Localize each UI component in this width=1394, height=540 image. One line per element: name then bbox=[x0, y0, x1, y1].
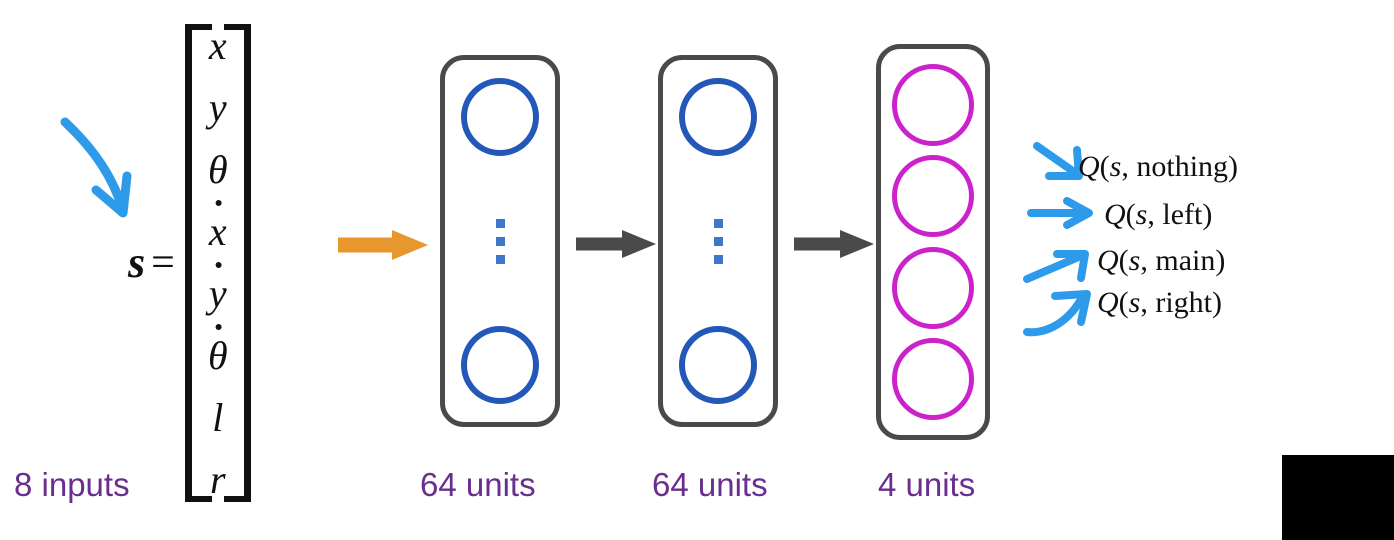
node-output-nothing bbox=[892, 63, 974, 146]
ellipsis-hidden1-icon bbox=[495, 218, 505, 264]
q-action-nothing: nothing bbox=[1136, 150, 1229, 183]
derivative-dot-icon bbox=[215, 324, 222, 330]
equals-symbol: = bbox=[151, 240, 175, 286]
connector-hidden1-to-hidden2-icon bbox=[576, 230, 656, 258]
node-output-left bbox=[892, 155, 974, 238]
q-state-nothing: s bbox=[1109, 150, 1122, 183]
caption-output-layer: 4 units bbox=[878, 466, 976, 503]
q-action-left: left bbox=[1162, 198, 1203, 231]
q-sep-nothing: , bbox=[1121, 150, 1137, 183]
q-symbol-right: Q bbox=[1097, 286, 1119, 319]
node-hidden1-first bbox=[461, 78, 539, 156]
derivative-dot-icon bbox=[215, 200, 222, 206]
state-vector-element-1: y bbox=[208, 85, 227, 130]
output-pointer-arrow-main-icon bbox=[1023, 250, 1089, 283]
q-open-nothing: ( bbox=[1099, 150, 1110, 183]
layer-box-output bbox=[876, 44, 990, 440]
caption-hidden-layer-2: 64 units bbox=[652, 466, 768, 503]
q-state-left: s bbox=[1135, 198, 1148, 231]
caption-hidden-layer-1: 64 units bbox=[420, 466, 536, 503]
state-vector-element-0: x bbox=[208, 23, 227, 68]
node-hidden2-first bbox=[679, 78, 757, 156]
connector-hidden2-to-output-icon bbox=[794, 230, 874, 258]
node-output-main bbox=[892, 246, 974, 329]
q-state-main: s bbox=[1128, 244, 1141, 277]
state-vector-element-2: θ bbox=[207, 147, 228, 192]
state-vector-element-5: θ bbox=[201, 324, 235, 376]
bracket-right-icon bbox=[223, 24, 251, 502]
ellipsis-hidden2-icon bbox=[713, 218, 723, 264]
q-symbol-left: Q bbox=[1104, 198, 1126, 231]
output-pointer-arrow-right-icon bbox=[1023, 290, 1091, 337]
layer-box-hidden-2 bbox=[658, 55, 778, 427]
caption-input-layer: 8 inputs bbox=[14, 466, 130, 503]
q-symbol-main: Q bbox=[1097, 244, 1119, 277]
occluder-rectangle bbox=[1282, 455, 1394, 540]
q-symbol-nothing: Q bbox=[1078, 150, 1100, 183]
q-open-main: ( bbox=[1118, 244, 1129, 277]
q-action-right: right bbox=[1155, 286, 1213, 319]
state-vector-element-3: x bbox=[201, 200, 235, 252]
node-hidden1-last bbox=[461, 326, 539, 404]
output-label-nothing: Q(s, nothing) bbox=[1078, 152, 1238, 182]
node-output-right bbox=[892, 338, 974, 421]
q-open-left: ( bbox=[1125, 198, 1136, 231]
derivative-dot-icon bbox=[215, 262, 222, 268]
q-close-right: ) bbox=[1212, 286, 1223, 319]
annotation-arrow-to-state-icon bbox=[60, 117, 132, 218]
output-label-left: Q(s, left) bbox=[1104, 200, 1212, 230]
bracket-left-icon bbox=[184, 24, 212, 502]
q-sep-left: , bbox=[1147, 198, 1163, 231]
q-sep-right: , bbox=[1140, 286, 1156, 319]
output-label-main: Q(s, main) bbox=[1097, 246, 1225, 276]
node-hidden2-last bbox=[679, 326, 757, 404]
q-close-nothing: ) bbox=[1228, 150, 1239, 183]
q-close-main: ) bbox=[1215, 244, 1226, 277]
layer-box-hidden-1 bbox=[440, 55, 560, 427]
q-sep-main: , bbox=[1140, 244, 1156, 277]
connector-input-to-hidden1-icon bbox=[338, 230, 428, 260]
state-symbol: s bbox=[128, 238, 146, 287]
output-pointer-arrow-nothing-icon bbox=[1033, 142, 1083, 180]
q-state-right: s bbox=[1128, 286, 1141, 319]
q-open-right: ( bbox=[1118, 286, 1129, 319]
q-action-main: main bbox=[1155, 244, 1216, 277]
q-close-left: ) bbox=[1202, 198, 1213, 231]
output-label-right: Q(s, right) bbox=[1097, 288, 1222, 318]
output-pointer-arrow-left-icon bbox=[1027, 197, 1093, 229]
state-vector-element-6: l bbox=[212, 395, 224, 440]
state-vector-element-7: r bbox=[210, 457, 226, 502]
state-vector-element-4: y bbox=[201, 262, 235, 314]
